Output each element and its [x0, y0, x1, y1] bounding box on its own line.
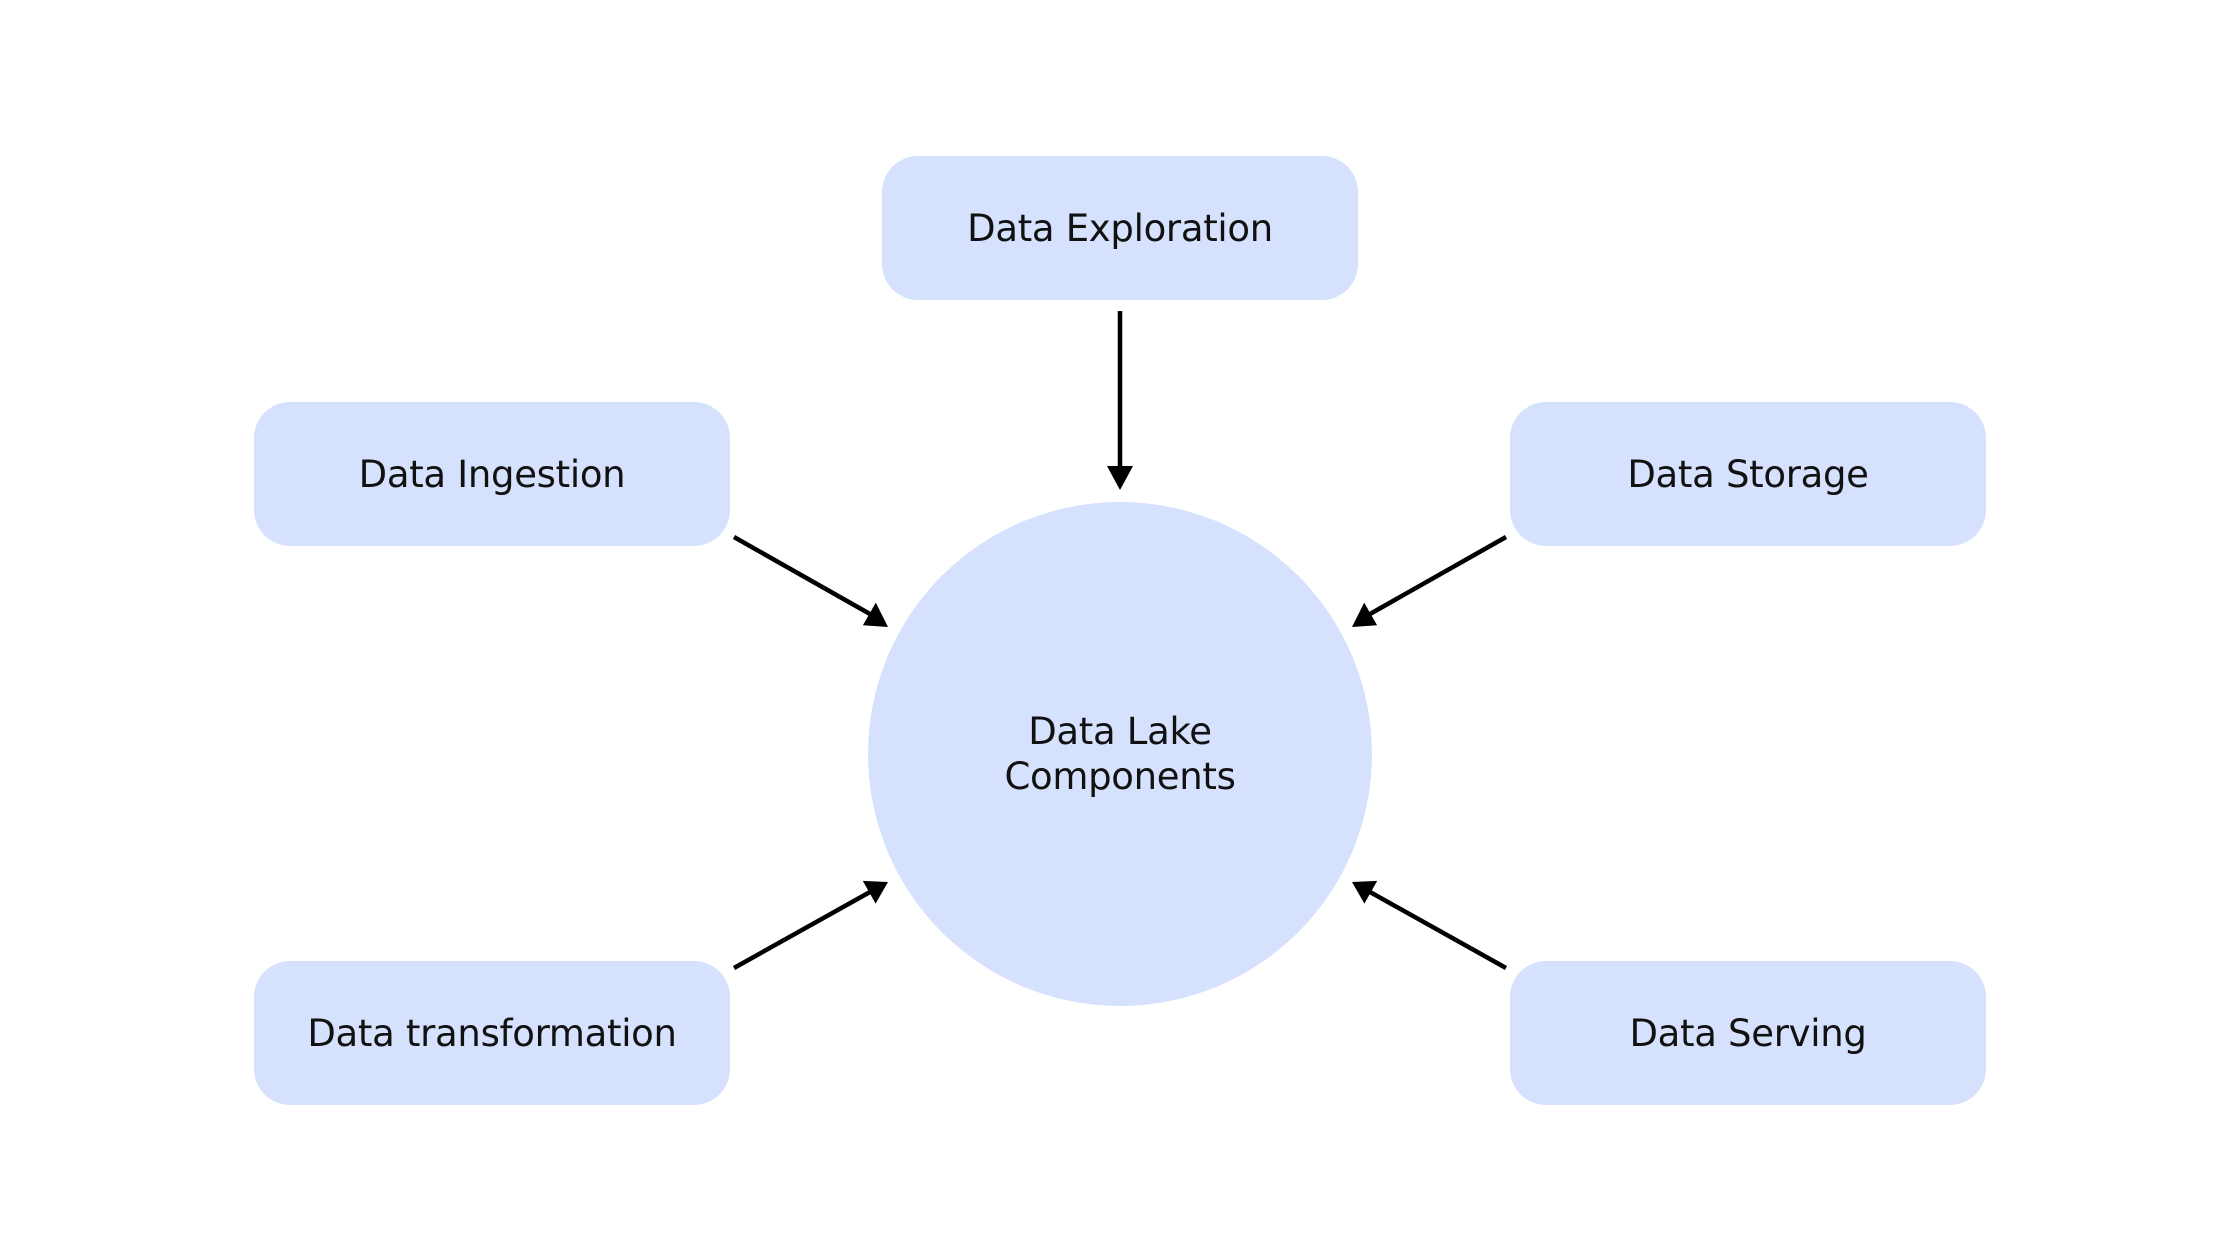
node-label: Data transformation: [307, 1011, 677, 1055]
arrow-exploration-to-hub: [1107, 311, 1133, 490]
arrow-ingestion-to-hub: [732, 535, 888, 627]
node-label: Data Exploration: [967, 206, 1273, 250]
arrow-transformation-to-hub: [732, 880, 888, 970]
hub-label-line-1: Data Lake: [1028, 710, 1212, 753]
node-label: Data Ingestion: [358, 452, 626, 496]
node-data-ingestion: Data Ingestion: [254, 402, 730, 546]
hub-label: Data Lake Components: [1004, 709, 1235, 799]
node-data-exploration: Data Exploration: [882, 156, 1358, 300]
arrow-serving-to-hub: [1352, 880, 1508, 970]
hub-label-line-2: Components: [1004, 755, 1236, 798]
node-data-serving: Data Serving: [1510, 961, 1986, 1105]
node-label: Data Storage: [1627, 452, 1869, 496]
node-data-transformation: Data transformation: [254, 961, 730, 1105]
arrow-storage-to-hub: [1352, 535, 1508, 627]
node-label: Data Serving: [1629, 1011, 1867, 1055]
node-data-storage: Data Storage: [1510, 402, 1986, 546]
hub-data-lake-components: Data Lake Components: [868, 502, 1372, 1006]
